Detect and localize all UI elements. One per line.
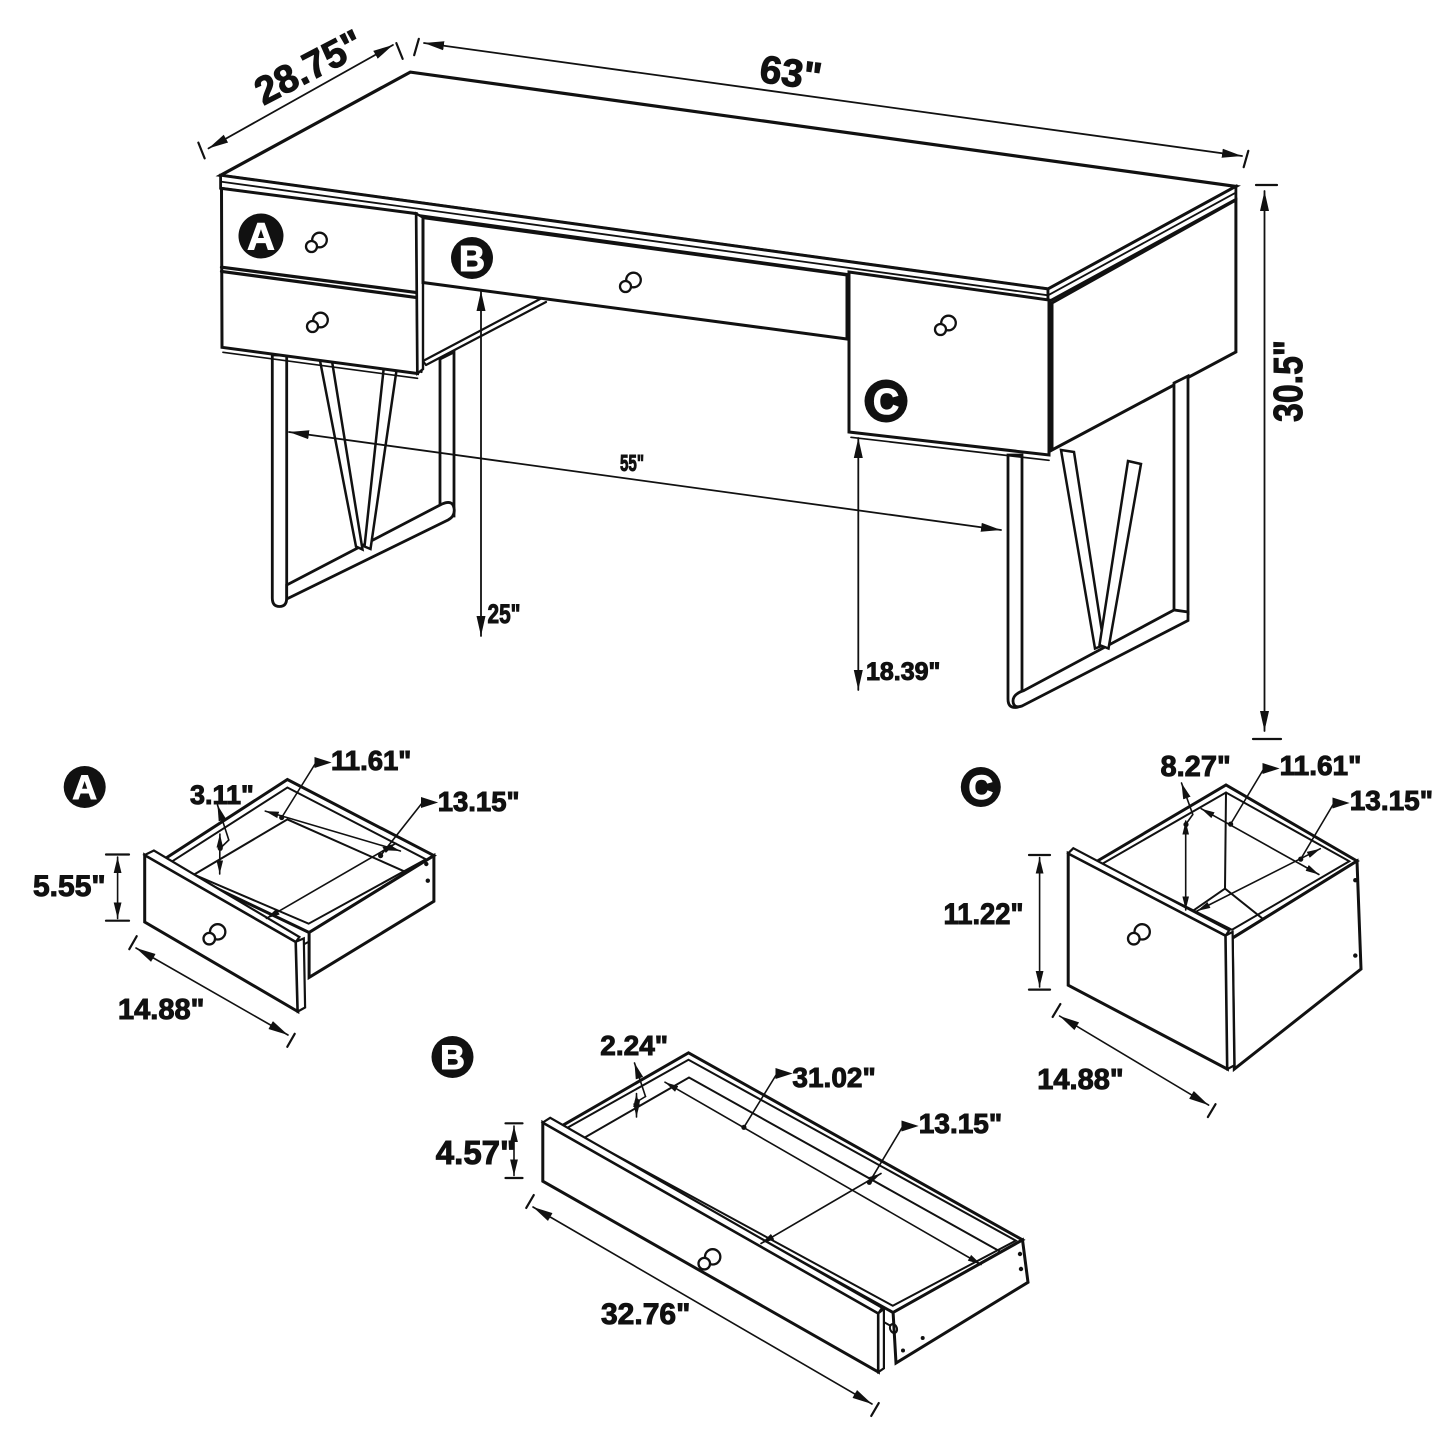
svg-text:14.88": 14.88" <box>1037 1064 1123 1096</box>
svg-text:13.15": 13.15" <box>1350 785 1433 816</box>
svg-text:A: A <box>247 217 274 259</box>
svg-text:B: B <box>440 1039 465 1077</box>
svg-text:B: B <box>459 238 485 279</box>
svg-text:A: A <box>72 769 97 807</box>
svg-text:8.27": 8.27" <box>1161 751 1231 783</box>
svg-text:14.88": 14.88" <box>118 994 204 1026</box>
svg-text:11.61": 11.61" <box>1280 750 1362 781</box>
svg-text:30.5": 30.5" <box>1265 340 1311 422</box>
svg-text:C: C <box>873 381 899 422</box>
svg-text:25": 25" <box>488 599 521 629</box>
svg-text:2.24": 2.24" <box>600 1030 668 1061</box>
svg-text:C: C <box>969 769 994 807</box>
svg-text:32.76": 32.76" <box>601 1298 690 1331</box>
svg-text:18.39": 18.39" <box>866 658 940 686</box>
svg-text:11.22": 11.22" <box>944 898 1024 931</box>
svg-text:11.61": 11.61" <box>331 745 411 776</box>
svg-text:4.57": 4.57" <box>436 1134 516 1171</box>
svg-text:55": 55" <box>620 450 644 476</box>
svg-text:13.15": 13.15" <box>919 1108 1002 1139</box>
svg-text:13.15": 13.15" <box>438 786 520 817</box>
svg-text:5.55": 5.55" <box>33 870 106 903</box>
svg-text:63": 63" <box>757 48 824 99</box>
svg-text:31.02": 31.02" <box>792 1062 875 1093</box>
svg-text:3.11": 3.11" <box>190 780 254 810</box>
